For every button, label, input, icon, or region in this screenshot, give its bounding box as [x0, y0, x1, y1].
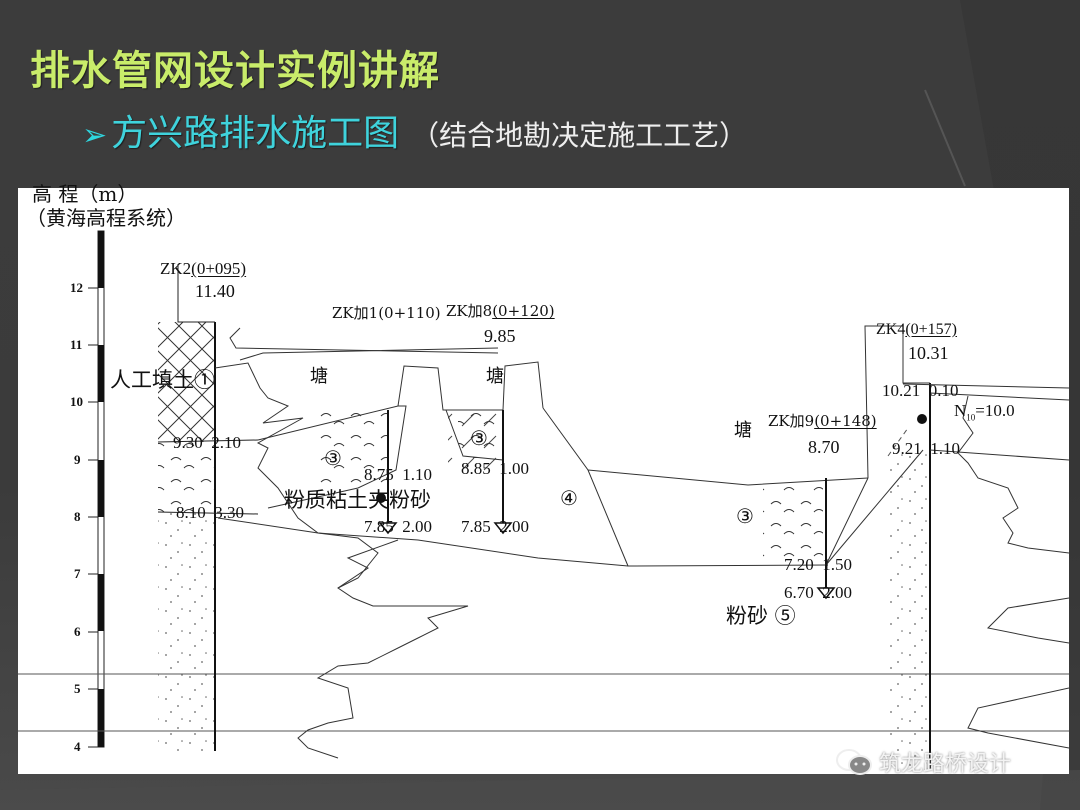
tick-8: 8 [74, 509, 81, 524]
label-layer3-b: ③ [470, 426, 488, 450]
reading-zk1-a: 8.75 1.10 [364, 465, 432, 484]
axis-label-line1: 高 程（m） [32, 182, 138, 206]
reading-zk9-b: 6.70 2.00 [784, 583, 852, 602]
borehole-zk8-elevation: 9.85 [484, 326, 516, 346]
tick-10: 10 [70, 394, 83, 409]
reading-zk8-a: 8.85 1.00 [461, 459, 529, 478]
borehole-zk4-label: ZK4(0+157) [876, 321, 958, 338]
label-layer4: ④ [560, 486, 578, 510]
reading-zk2-a: 9.30 2.10 [173, 433, 241, 452]
reading-zk4-a: 10.21 0.10 [882, 381, 959, 400]
borehole-zk2-elevation: 11.40 [195, 281, 235, 301]
borehole-zk9-elevation: 8.70 [808, 437, 840, 457]
tick-7: 7 [74, 566, 81, 581]
slide-title: 排水管网设计实例讲解 [30, 47, 440, 94]
label-layer3-a: ③ [324, 446, 342, 470]
borehole-zk8-label: ZK加8(0+120) [446, 302, 555, 320]
tick-4: 4 [74, 739, 81, 754]
reading-zk1-b: 7.85 2.00 [364, 517, 432, 536]
reading-zk4-b: 9.21 1.10 [892, 439, 960, 458]
reading-zk9-a: 7.20 1.50 [784, 555, 852, 574]
wechat-icon [836, 749, 872, 775]
watermark: 筑龙路桥设计 [835, 746, 1011, 778]
label-layer3-c: ③ [736, 504, 754, 528]
section-lines [18, 230, 1069, 770]
subtitle-row: ➢ 方兴路排水施工图 （结合地勘决定施工工艺） [82, 104, 747, 156]
watermark-text: 筑龙路桥设计 [879, 752, 1012, 777]
tick-12: 12 [70, 280, 83, 295]
borehole-zk1-label: ZK加1(0+110) [332, 304, 441, 322]
borehole-zk2-label: ZK2(0+095) [160, 259, 247, 278]
borehole-zk9-label: ZK加9(0+148) [768, 412, 877, 430]
reading-zk8-b: 7.85 2.00 [461, 517, 529, 536]
geological-section-drawing: 高 程（m） （黄海高程系统） 12 11 10 9 8 7 6 5 4 ZK2… [18, 184, 1069, 774]
label-pond-3: 塘 [734, 420, 752, 441]
label-fill-soil: 人工填土① [110, 368, 215, 392]
tick-9: 9 [74, 452, 81, 467]
slide-subtitle: 方兴路排水施工图 [111, 113, 400, 154]
borehole-zk4-elevation: 10.31 [908, 343, 949, 363]
reading-zk2-b: 8.10 3.30 [176, 503, 244, 522]
spt-value: N10=10.0 [954, 401, 1015, 423]
label-silt-sand: 粉砂 ⑤ [726, 604, 796, 628]
tick-6: 6 [74, 624, 81, 639]
subtitle-note: （结合地勘决定施工工艺） [411, 119, 748, 152]
label-pond-2: 塘 [486, 366, 504, 387]
label-pond-1: 塘 [310, 366, 328, 387]
axis-label-line2: （黄海高程系统） [26, 206, 186, 230]
elevation-scale [88, 230, 105, 748]
tick-11: 11 [70, 337, 83, 352]
label-silty-clay: 粉质粘土夹粉砂 [284, 488, 431, 512]
arrow-bullet-icon: ➢ [82, 118, 108, 153]
tick-5: 5 [74, 681, 81, 696]
